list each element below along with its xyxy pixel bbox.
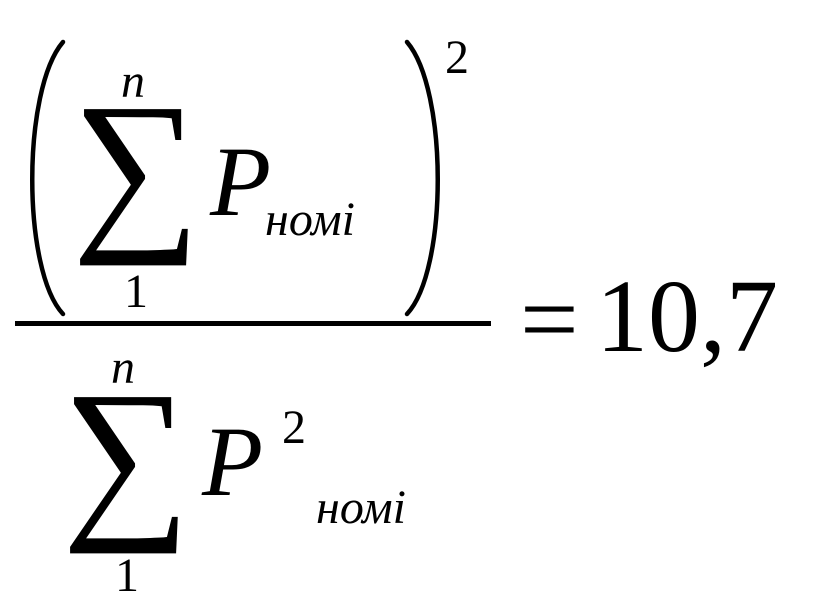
left-parenthesis [30,39,66,317]
fraction-bar [15,321,491,326]
denominator-variable: P [202,406,264,517]
numerator-variable: P [210,126,272,237]
numerator-subscript: номі [265,193,355,246]
result-value: 10,7 [596,259,778,374]
denominator-sum-lower-limit: 1 [115,549,139,602]
denominator-subscript: номі [316,481,406,534]
numerator-summation-sign: ∑ [72,67,201,266]
denominator-summation-sign: ∑ [62,355,191,554]
denominator-exponent: 2 [282,401,306,454]
numerator-sum-upper-limit: n [121,55,145,108]
numerator-outer-exponent: 2 [445,31,469,84]
denominator-sum-upper-limit: n [111,341,135,394]
numerator-sum-lower-limit: 1 [124,265,148,318]
equals-sign: = [520,262,579,377]
right-parenthesis [404,39,440,317]
